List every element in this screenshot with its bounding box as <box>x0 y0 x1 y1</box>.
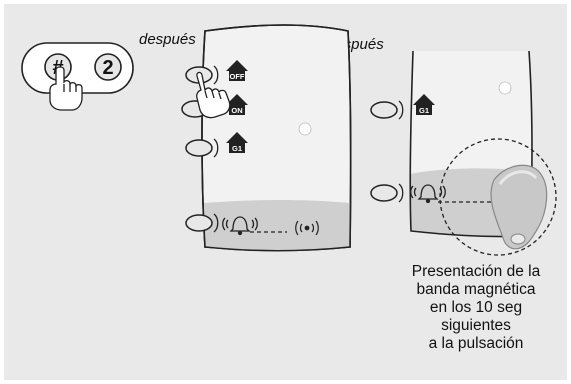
magnetic-tag-icon <box>490 164 548 250</box>
button-bell-right[interactable] <box>370 183 404 203</box>
house-off-label: OFF <box>230 72 245 81</box>
bell-icon <box>222 216 258 236</box>
house-off-icon: OFF <box>226 60 248 81</box>
caption-line-4: siguientes <box>441 317 511 334</box>
caption: Presentación de la banda magnética en lo… <box>376 263 571 353</box>
button-g1-right[interactable] <box>370 100 404 120</box>
house-g1-label: G1 <box>232 144 242 153</box>
wireless-icon <box>295 220 319 236</box>
caption-line-3: en los 10 seg <box>429 299 523 316</box>
button-g1[interactable] <box>185 138 219 158</box>
zoom-circle <box>439 138 557 256</box>
hand-icon <box>49 66 83 111</box>
house-on-label: ON <box>231 106 242 115</box>
two-key[interactable]: 2 <box>94 53 122 81</box>
house-g1-label-right: G1 <box>419 106 429 115</box>
caption-line-2: banda magnética <box>416 281 536 298</box>
house-on-icon: ON <box>226 94 248 115</box>
hand-press-icon <box>196 71 231 119</box>
house-g1-icon: G1 <box>226 132 248 153</box>
caption-line-1: Presentación de la <box>411 263 541 280</box>
house-g1-icon-right: G1 <box>413 94 435 115</box>
keypad-panel-left <box>201 24 352 252</box>
button-bell[interactable] <box>185 213 219 233</box>
two-key-label: 2 <box>102 57 113 79</box>
caption-line-5: a la pulsación <box>428 335 524 352</box>
led-indicator <box>298 122 312 136</box>
after-label-1: después <box>139 31 196 48</box>
led-indicator-right <box>498 81 512 95</box>
